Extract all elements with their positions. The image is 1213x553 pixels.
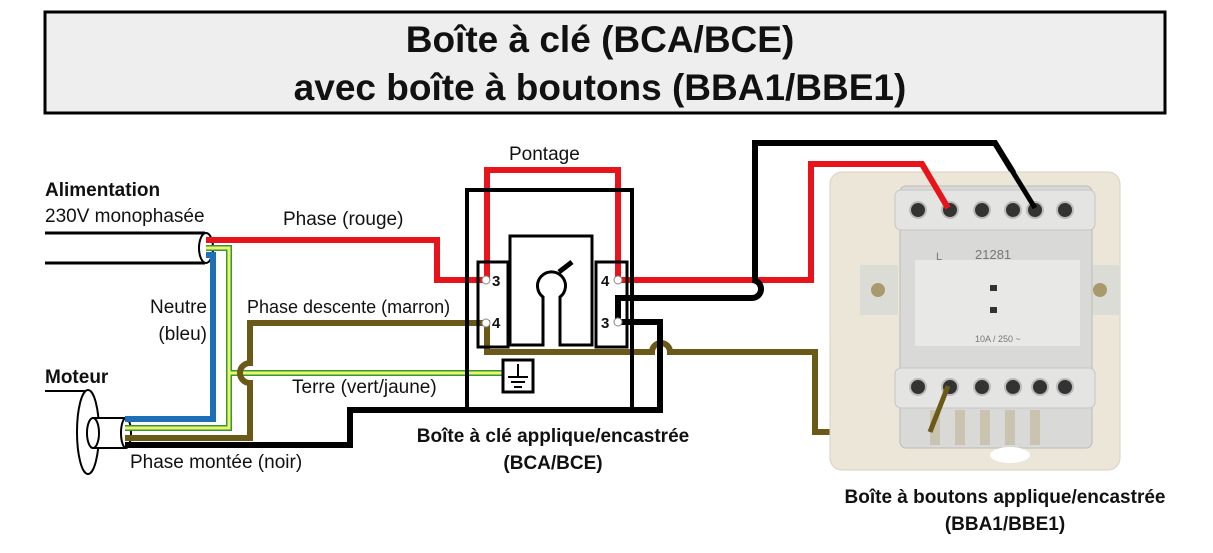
motor-icon xyxy=(45,389,132,475)
title-line-1: Boîte à clé (BCA/BCE) xyxy=(406,19,795,60)
terminal-right-4: 4 xyxy=(601,273,610,290)
neutral-label-1: Neutre xyxy=(150,297,207,318)
earth-label: Terre (vert/jaune) xyxy=(292,377,437,398)
terminal-left-4: 4 xyxy=(492,315,501,332)
supply-label: Alimentation xyxy=(45,180,160,201)
key-box-label-1: Boîte à clé applique/encastrée xyxy=(417,426,689,447)
phase-up-label: Phase montée (noir) xyxy=(130,452,302,473)
photo-text-l: L xyxy=(936,251,942,263)
supply-sublabel: 230V monophasée xyxy=(45,206,205,227)
bridge-wire-red xyxy=(484,167,621,280)
black-wire-end xyxy=(992,141,1038,210)
photo-text-rating: 10A / 250 ~ xyxy=(975,334,1021,344)
red-wire-end xyxy=(919,162,951,210)
button-box-photo: L 21281 10A / 250 ~ xyxy=(829,171,1121,471)
earth-wire xyxy=(125,245,502,431)
motor-label: Moteur xyxy=(45,367,109,388)
supply-cable xyxy=(45,231,214,265)
neutral-label-2: (bleu) xyxy=(158,324,207,345)
photo-text-model: 21281 xyxy=(975,247,1011,262)
phase-down-label: Phase descente (marron) xyxy=(247,297,450,317)
earth-symbol-icon xyxy=(501,358,535,394)
brown-wire-end xyxy=(927,385,951,433)
title-box: Boîte à clé (BCA/BCE) avec boîte à bouto… xyxy=(43,10,1167,115)
terminal-right-3: 3 xyxy=(601,315,609,332)
phase-red-label: Phase (rouge) xyxy=(283,209,403,230)
button-wire-black xyxy=(615,140,1038,322)
title-line-2: avec boîte à boutons (BBA1/BBE1) xyxy=(294,67,907,108)
key-box: 3 4 4 3 xyxy=(465,188,634,412)
phase-down-wire-brown xyxy=(125,320,951,441)
button-box-label-1: Boîte à boutons applique/encastrée xyxy=(845,487,1166,508)
phase-wire-red xyxy=(206,237,487,283)
bridge-label: Pontage xyxy=(509,144,580,165)
terminal-left-3: 3 xyxy=(492,273,500,290)
button-box-label-2: (BBA1/BBE1) xyxy=(945,514,1065,535)
key-box-label-2: (BCA/BCE) xyxy=(503,453,602,474)
neutral-wire-blue xyxy=(125,252,216,422)
key-lock-icon xyxy=(508,234,594,347)
